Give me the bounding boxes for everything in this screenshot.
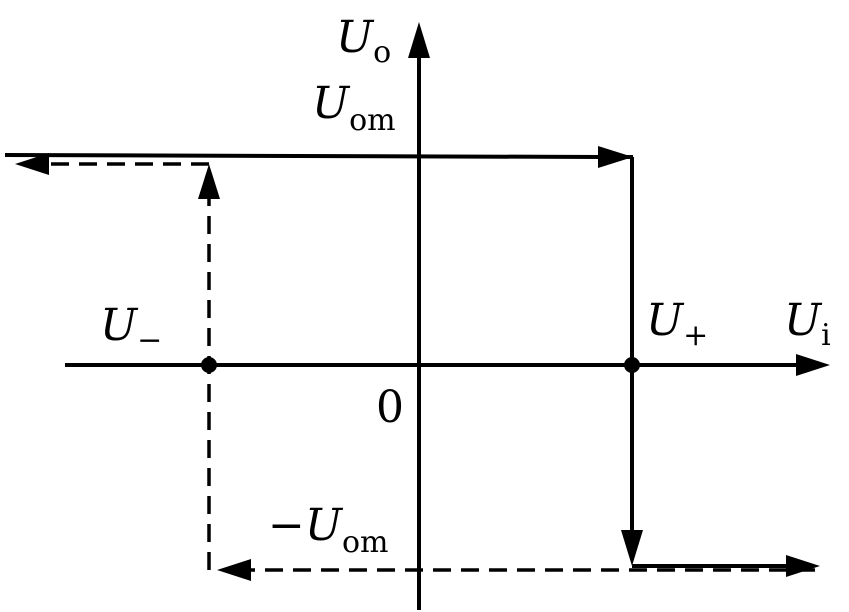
rise-arrow (198, 164, 220, 199)
x-axis-arrow (796, 354, 830, 376)
threshold-high-dot (624, 357, 640, 373)
threshold-high-label: U+ (646, 295, 708, 353)
upper-solid-line (4, 153, 603, 159)
x-axis-label: Ui (784, 295, 831, 353)
y-axis-label: Uo (336, 12, 391, 70)
origin-label: 0 (376, 382, 404, 433)
lower-left-arrow (217, 559, 251, 581)
threshold-low-dot (201, 357, 217, 373)
upper-level-label: Uom (312, 78, 396, 138)
upper-left-arrow (15, 153, 49, 175)
drop-arrow (621, 530, 643, 566)
y-axis-arrow (408, 22, 430, 58)
threshold-low-label: U− (100, 300, 162, 358)
lower-level-label: −Uom (268, 500, 388, 560)
lower-right-arrow (786, 555, 820, 577)
